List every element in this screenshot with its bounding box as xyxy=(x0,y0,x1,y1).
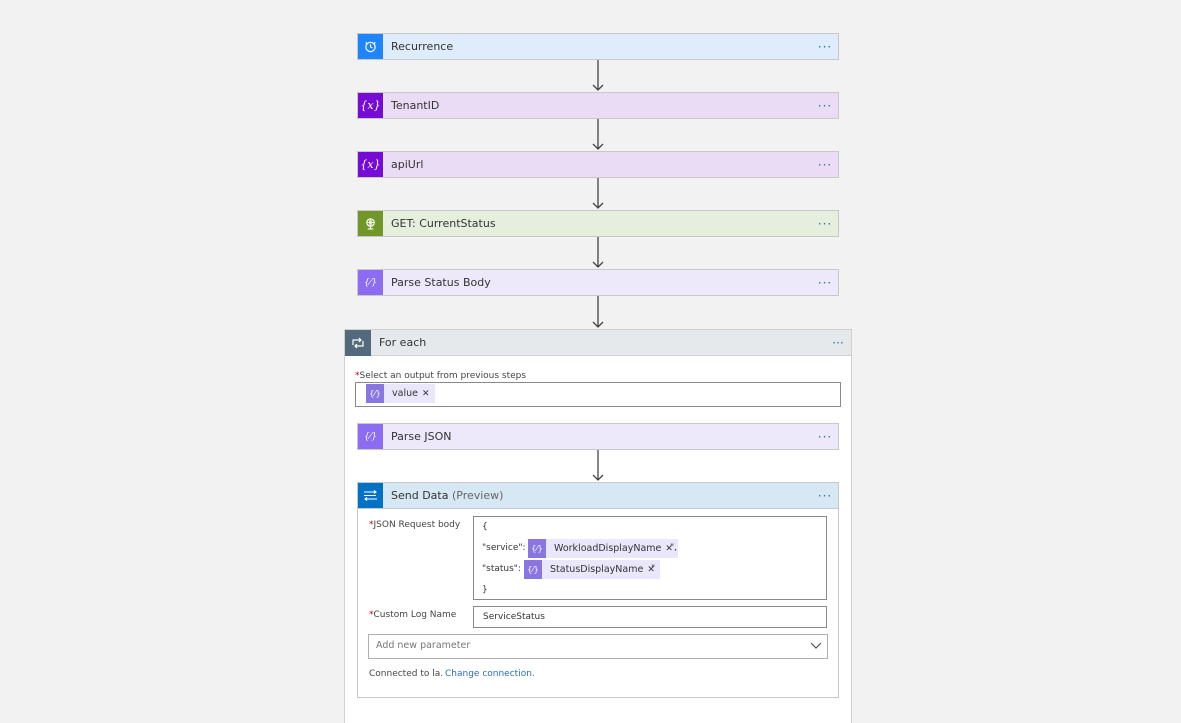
step-parse-status-body[interactable]: {⁄} Parse Status Body ··· xyxy=(357,269,839,296)
data-operation-icon: {⁄} xyxy=(358,270,383,295)
custom-log-name-input[interactable] xyxy=(473,606,827,628)
token-label: StatusDisplayName xyxy=(550,564,644,575)
step-title: apiUrl xyxy=(391,158,424,171)
chevron-down-icon xyxy=(810,642,822,649)
step-apiurl[interactable]: {x} apiUrl ··· xyxy=(357,151,839,178)
remove-token-button[interactable]: ✕ xyxy=(647,564,655,575)
step-parse-json[interactable]: {⁄} Parse JSON ··· xyxy=(357,423,839,450)
json-service-key: "service": " xyxy=(482,543,533,553)
more-options-button[interactable]: ··· xyxy=(832,335,844,350)
label-text: Custom Log Name xyxy=(373,610,457,620)
more-options-button[interactable]: ··· xyxy=(817,275,833,290)
label-text: Select an output from previous steps xyxy=(359,371,527,381)
remove-token-button[interactable]: ✕ xyxy=(665,543,673,554)
data-operation-icon: {⁄} xyxy=(358,424,383,449)
more-options-button[interactable]: ··· xyxy=(817,488,833,503)
step-title: Send Data (Preview) xyxy=(383,489,812,502)
more-options-button[interactable]: ··· xyxy=(817,39,833,54)
status-display-name-token[interactable]: {⁄} StatusDisplayName ✕ xyxy=(524,560,660,579)
step-title: TenantID xyxy=(391,99,440,112)
json-request-body-input[interactable] xyxy=(473,516,827,600)
variable-icon: {x} xyxy=(358,93,383,118)
step-tenantid[interactable]: {x} TenantID ··· xyxy=(357,92,839,119)
connector-arrow xyxy=(592,450,604,481)
step-get-currentstatus[interactable]: GET: CurrentStatus ··· xyxy=(357,210,839,237)
select-output-input[interactable] xyxy=(355,382,841,407)
add-new-parameter-placeholder: Add new parameter xyxy=(376,640,471,651)
json-close-brace: } xyxy=(482,585,488,595)
connector-arrow xyxy=(592,237,604,268)
more-options-button[interactable]: ··· xyxy=(817,98,833,113)
step-title: GET: CurrentStatus xyxy=(391,217,496,230)
custom-log-name-value: ServiceStatus xyxy=(483,612,545,622)
send-data-header[interactable]: Send Data (Preview) ··· xyxy=(357,482,839,509)
json-status-key: "status": " xyxy=(482,564,528,574)
json-request-body-label: *JSON Request body xyxy=(369,520,460,530)
connector-arrow xyxy=(592,119,604,150)
connector-arrow xyxy=(592,178,604,209)
select-output-label: *Select an output from previous steps xyxy=(355,371,526,381)
data-operation-icon: {⁄} xyxy=(528,539,546,558)
more-options-button[interactable]: ··· xyxy=(817,157,833,172)
connector-arrow xyxy=(592,60,604,91)
workload-display-name-token[interactable]: {⁄} WorkloadDisplayName ✕ xyxy=(528,539,678,558)
add-new-parameter-dropdown[interactable] xyxy=(368,634,828,659)
token-label: WorkloadDisplayName xyxy=(554,543,662,554)
data-operation-icon: {⁄} xyxy=(524,560,542,579)
remove-token-button[interactable]: ✕ xyxy=(421,388,430,399)
step-title: Recurrence xyxy=(391,40,454,53)
label-text: JSON Request body xyxy=(373,520,461,530)
send-data-icon xyxy=(358,483,383,508)
required-mark: * xyxy=(355,371,360,381)
json-open-brace: { xyxy=(482,522,488,532)
connected-text: Connected to la. xyxy=(369,669,444,679)
connector-arrow xyxy=(592,296,604,328)
foreach-title: For each xyxy=(379,336,427,349)
data-operation-icon: {⁄} xyxy=(366,384,384,403)
step-title: Parse JSON xyxy=(391,430,452,443)
foreach-header[interactable]: For each ··· xyxy=(345,329,851,356)
loop-icon xyxy=(345,329,371,356)
token-label: value xyxy=(392,388,418,399)
json-service-after: ", xyxy=(670,543,678,553)
required-mark: * xyxy=(369,520,374,530)
json-status-after: " xyxy=(651,564,656,574)
custom-log-name-label: *Custom Log Name xyxy=(369,610,456,620)
required-mark: * xyxy=(369,610,374,620)
send-data-subtitle: (Preview) xyxy=(451,489,504,502)
send-data-title: Send Data xyxy=(391,489,449,502)
step-title: Parse Status Body xyxy=(391,276,491,289)
variable-icon: {x} xyxy=(358,152,383,177)
change-connection-link[interactable]: Change connection. xyxy=(445,669,535,679)
step-recurrence[interactable]: Recurrence ··· xyxy=(357,33,839,60)
globe-icon xyxy=(358,211,383,236)
clock-icon xyxy=(358,34,383,59)
more-options-button[interactable]: ··· xyxy=(817,216,833,231)
value-token[interactable]: {⁄} value ✕ xyxy=(366,384,435,403)
more-options-button[interactable]: ··· xyxy=(817,429,833,444)
